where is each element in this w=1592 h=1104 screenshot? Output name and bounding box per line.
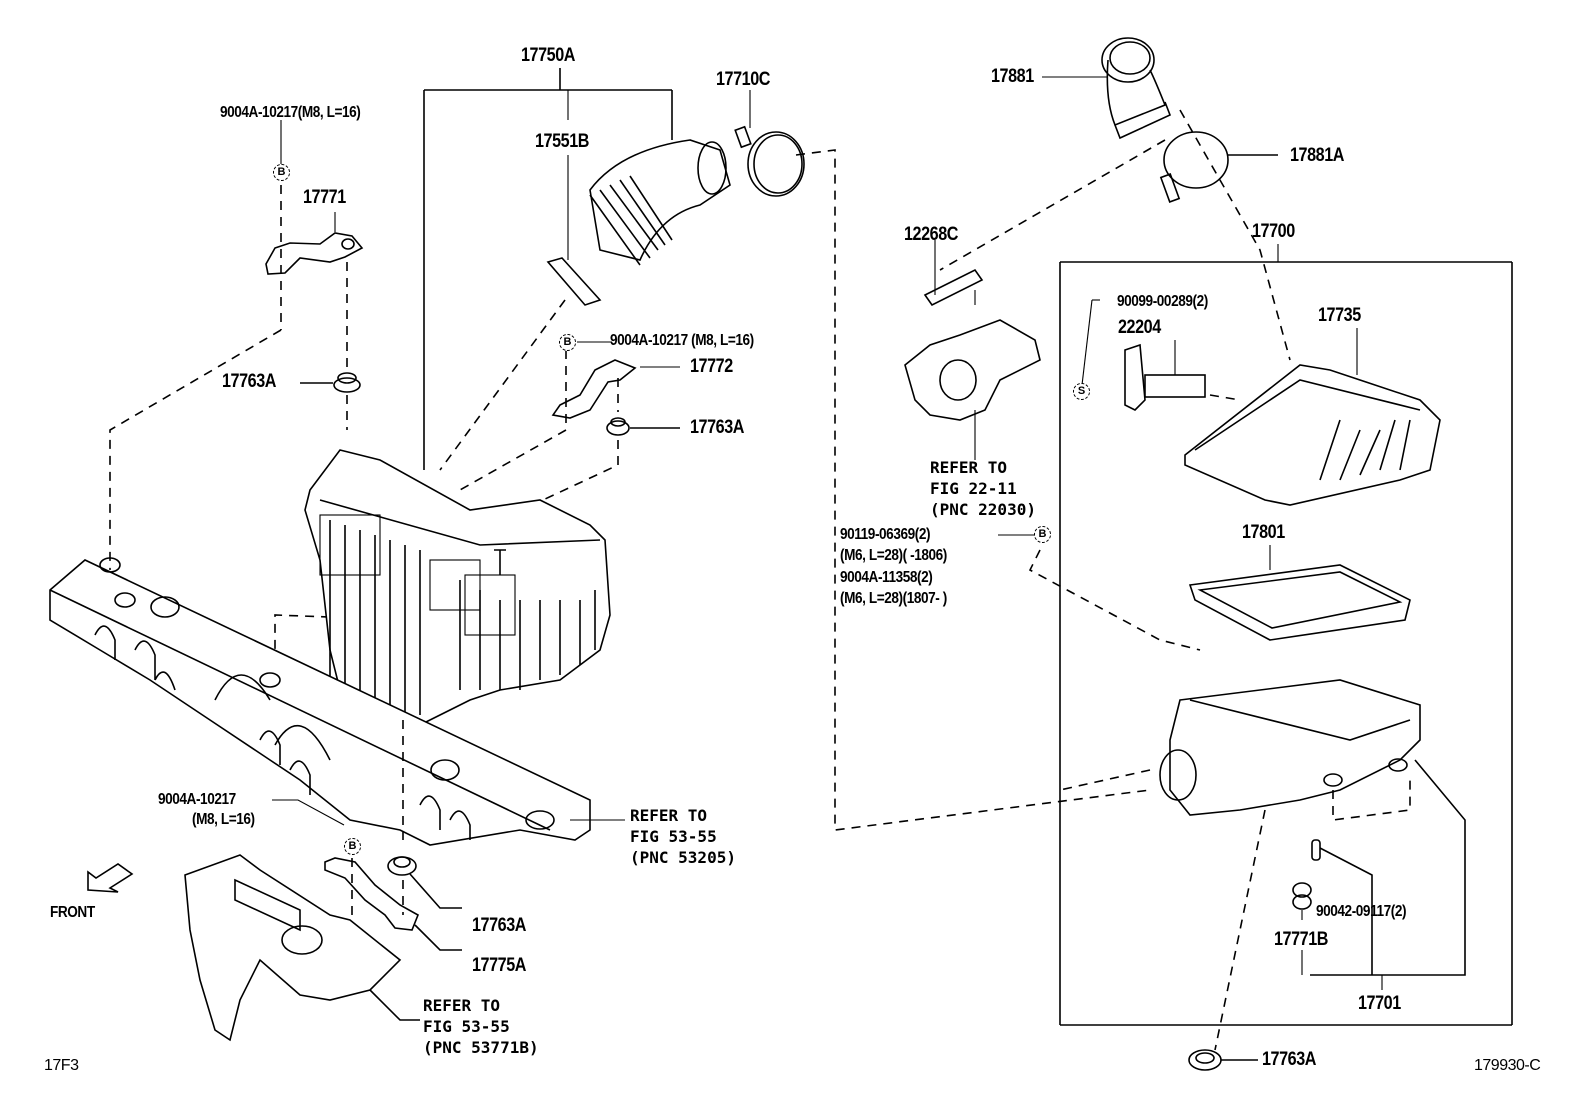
bolt-leader-bottom-left <box>272 720 462 930</box>
air-cleaner-cap-17735 <box>1184 328 1441 506</box>
ref-53771B-line3: (PNC 53771B) <box>423 1038 539 1057</box>
hose-clamp-17881A <box>939 109 1291 361</box>
ref-53205-line2: FIG 53-55 <box>630 827 717 846</box>
callout-17772: 17772 <box>690 356 733 377</box>
callout-12268C: 12268C <box>904 224 959 245</box>
callout-bolt-top-left: 9004A-10217(M8, L=16) <box>220 104 361 121</box>
assembly-leaders-center <box>274 149 1151 831</box>
front-arrow-icon <box>87 863 134 893</box>
callout-17801: 17801 <box>1242 522 1285 543</box>
ref-22030-line1: REFER TO <box>930 458 1008 477</box>
callout-17763A-4: 17763A <box>1262 1049 1317 1070</box>
callout-17763A-3: 17763A <box>472 915 527 936</box>
callout-17771B: 17771B <box>1274 929 1329 950</box>
hose-clamp-17710C <box>734 90 805 197</box>
callout-17763A-1: 17763A <box>222 371 277 392</box>
callout-17701: 17701 <box>1358 993 1401 1014</box>
bolt-marker-b-icon: B <box>344 838 361 855</box>
grommet-17763A-4 <box>1188 809 1266 1071</box>
bracket-17772 <box>551 341 680 436</box>
callout-bolt-bottom-line1: 9004A-10217 <box>158 791 236 808</box>
lower-support-bracket <box>184 854 420 1042</box>
grommet-17763A-1 <box>300 372 361 430</box>
gasket-12268C <box>923 240 984 307</box>
bolt-marker-b-icon: B <box>273 164 290 181</box>
radiator-support-crossmember <box>49 557 591 846</box>
corner-code-left: 17F3 <box>44 1057 79 1074</box>
callout-17700: 17700 <box>1252 221 1295 242</box>
callout-17710C: 17710C <box>716 69 771 90</box>
screw-leaders-B <box>998 534 1201 651</box>
air-cleaner-case-17701 <box>1059 679 1466 976</box>
air-cleaner-case-left <box>304 449 611 731</box>
callout-22204: 22204 <box>1118 317 1161 338</box>
callout-17551B: 17551B <box>535 131 590 152</box>
leader-17750A <box>423 68 673 470</box>
air-filter-element-17801 <box>1188 545 1411 641</box>
callout-screw-b-line1: 9004A-11358(2) <box>840 569 933 586</box>
callout-90042: 90042-09117(2) <box>1316 903 1407 920</box>
callout-17763A-2: 17763A <box>690 417 745 438</box>
screw-marker-s-icon: S <box>1073 383 1090 400</box>
clip-90042 <box>1311 839 1373 975</box>
callout-screw-s: 90099-00289(2) <box>1117 293 1208 310</box>
mass-air-flow-sensor-22204 <box>1081 299 1241 411</box>
intake-hose-17551B <box>546 139 731 306</box>
callout-screw-b-line2: (M6, L=28)(1807- ) <box>840 590 947 607</box>
bracket-17775A <box>324 857 462 951</box>
callout-bolt-bottom-line2: (M8, L=16) <box>192 811 255 828</box>
callout-bolt-mid: 9004A-10217 (M8, L=16) <box>610 332 754 349</box>
callout-17881A: 17881A <box>1290 145 1345 166</box>
ref-53205-line3: (PNC 53205) <box>630 848 736 867</box>
callout-screw-a-line2: (M6, L=28)( -1806) <box>840 547 947 564</box>
ref-53771B-line2: FIG 53-55 <box>423 1017 510 1036</box>
callout-17735: 17735 <box>1318 305 1361 326</box>
ref-53771B-line1: REFER TO <box>423 996 501 1015</box>
ref-53205-line1: REFER TO <box>630 806 708 825</box>
cushion-17771B <box>1292 882 1383 990</box>
callout-17775A: 17775A <box>472 955 527 976</box>
ref-22030-line2: FIG 22-11 <box>930 479 1017 498</box>
assembly-box-17700 <box>1059 244 1513 1026</box>
callout-17771: 17771 <box>303 187 346 208</box>
bolt-marker-b-icon: B <box>1034 526 1051 543</box>
callout-17881: 17881 <box>991 66 1034 87</box>
bolt-marker-b-icon: B <box>559 334 576 351</box>
throttle-body-22030 <box>904 290 1041 460</box>
bolt-leader-top-left <box>109 120 282 570</box>
front-label: FRONT <box>50 904 95 921</box>
callout-screw-a-line1: 90119-06369(2) <box>840 526 931 543</box>
bracket-17771 <box>265 212 364 370</box>
intake-duct-17881 <box>1042 37 1172 140</box>
ref-22030-line3: (PNC 22030) <box>930 500 1036 519</box>
callout-17750A: 17750A <box>521 45 576 66</box>
corner-code-right: 179930-C <box>1474 1057 1541 1074</box>
